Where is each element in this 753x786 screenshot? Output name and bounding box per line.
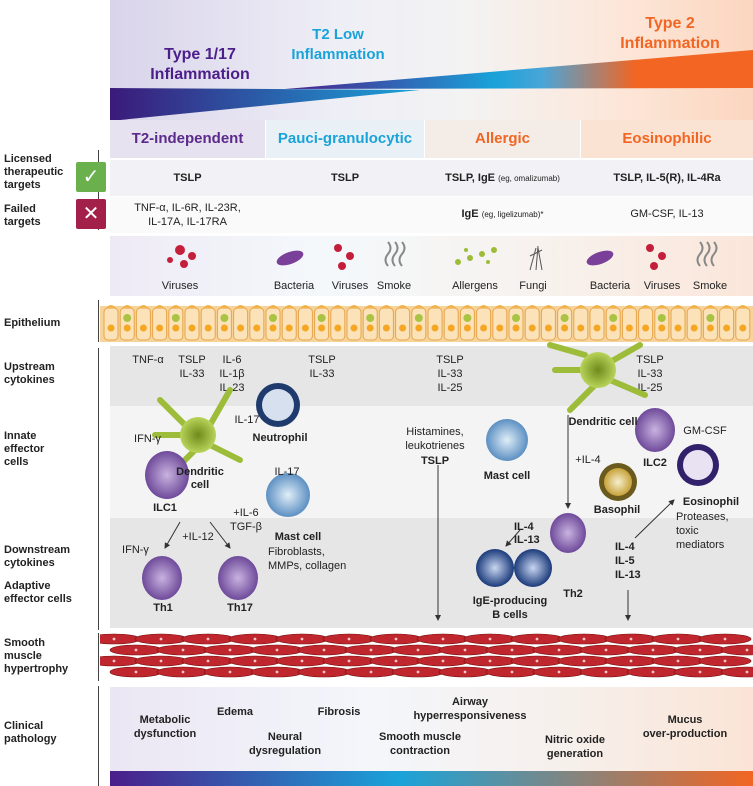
- clinical-label: Clinical pathology: [4, 720, 57, 745]
- basophil-label: Basophil: [593, 504, 641, 516]
- column-t2-independent: T2-independent: [110, 120, 265, 158]
- type2-label: Type 2 Inflammation: [620, 15, 720, 52]
- downstream-label: Downstream cytokines: [4, 544, 71, 569]
- trigger-viruses-1: Viruses: [161, 280, 199, 292]
- failed-row: [110, 197, 753, 233]
- clinical-edema: Edema: [216, 706, 254, 718]
- triggers-band: [110, 236, 753, 296]
- licensed-pauci: TSLP: [330, 172, 360, 184]
- smooth-muscle-band: [100, 633, 753, 678]
- upstream-eosinophilic: TSLP IL-33 IL-25: [636, 354, 664, 394]
- failed-t2independent: TNF-α, IL-6R, IL-23R, IL-17A, IL-17RA: [134, 202, 241, 228]
- il6-tgfb-label: +IL-6 TGF-β: [230, 507, 262, 533]
- fibroblasts-label: Fibroblasts, MMPs, collagen: [268, 546, 347, 572]
- trigger-smoke-2: Smoke: [692, 280, 728, 292]
- il4-il5-il13-label: IL-4 IL-5 IL-13: [615, 541, 641, 581]
- upstream-pauci: TSLP IL-33: [308, 354, 336, 380]
- tslp-innate-label: TSLP: [420, 455, 450, 467]
- innate-label: Innate effector cells: [4, 430, 45, 468]
- check-icon: ✓: [76, 162, 106, 192]
- clinical-metabolic: Metabolic dysfunction: [133, 714, 197, 740]
- il17-label-1: IL-17: [234, 414, 260, 426]
- neutrophil-label: Neutrophil: [252, 432, 308, 444]
- il17-label-2: IL-17: [274, 466, 300, 478]
- ifng-label: IFN-γ: [134, 433, 161, 445]
- licensed-allergic: TSLP, IgE (eg, omalizumab): [445, 172, 560, 184]
- divider: [98, 686, 99, 786]
- th2-label: Th2: [563, 588, 583, 600]
- th1-label: Th1: [153, 602, 173, 614]
- il4-label: +IL-4: [575, 454, 601, 466]
- bcells-label: IgE-producing B cells: [472, 595, 548, 621]
- ilc2-label: ILC2: [643, 457, 667, 469]
- mast-cell-label-1: Mast cell: [274, 531, 322, 543]
- column-eosinophilic: Eosinophilic: [581, 120, 753, 158]
- cells-illustration: [142, 342, 719, 621]
- licensed-label: Licensed therapeutic targets: [4, 153, 64, 191]
- dendritic-cell-1: [152, 387, 243, 478]
- failed-allergic: IgE (eg, ligelizumab)*: [461, 208, 544, 220]
- il4-il13-label: IL-4 IL-13: [514, 521, 540, 546]
- clinical-band: [110, 687, 753, 771]
- trigger-bacteria-1: Bacteria: [273, 280, 315, 292]
- licensed-t2independent: TSLP: [173, 172, 202, 184]
- trigger-viruses-3: Viruses: [643, 280, 681, 292]
- type117-label: Type 1/17 Inflammation: [150, 46, 250, 83]
- mast-cell-label-2: Mast cell: [483, 470, 531, 482]
- upstream-tnfa: TNF-α: [132, 354, 164, 366]
- th17-label: Th17: [227, 602, 253, 614]
- dendritic-cell-label-2: Dendritic cell: [568, 416, 638, 428]
- divider: [98, 633, 99, 681]
- triggers-icons: [167, 241, 718, 271]
- t2low-label: T2 Low Inflammation: [291, 26, 385, 63]
- trigger-fungi: Fungi: [519, 280, 547, 292]
- cross-icon: ✕: [76, 199, 106, 229]
- ifng-label-2: IFN-γ: [122, 544, 149, 556]
- clinical-gradient-bar: [110, 771, 753, 786]
- il12-label: +IL-12: [182, 531, 214, 543]
- trigger-viruses-2: Viruses: [331, 280, 369, 292]
- clinical-smooth-contraction: Smooth muscle contraction: [379, 731, 461, 757]
- upstream-label: Upstream cytokines: [4, 361, 55, 386]
- licensed-eosinophilic: TSLP, IL-5(R), IL-4Ra: [613, 172, 721, 184]
- licensed-row: [110, 160, 753, 196]
- upstream-allergic: TSLP IL-33 IL-25: [436, 354, 464, 394]
- column-pauci-granulocytic: Pauci-granulocytic: [266, 120, 424, 158]
- gmcsf-label: GM-CSF: [683, 425, 727, 437]
- epithelium-cells: [100, 305, 753, 342]
- upstream-tslp-il33: TSLP IL-33: [178, 354, 206, 380]
- trigger-smoke-1: Smoke: [376, 280, 412, 292]
- failed-label: Failed targets: [4, 203, 41, 228]
- divider: [98, 348, 99, 630]
- trigger-bacteria-2: Bacteria: [589, 280, 631, 292]
- eosinophil-label: Eosinophil: [682, 496, 740, 508]
- clinical-neural: Neural dysregulation: [248, 731, 322, 757]
- downstream-band: [110, 518, 753, 628]
- divider: [98, 300, 99, 342]
- proteases-label: Proteases, toxic mediators: [676, 511, 729, 551]
- smooth-label: Smooth muscle hypertrophy: [4, 637, 69, 675]
- dendritic-cell-label-1: Dendritic cell: [176, 466, 224, 491]
- clinical-airway: Airway hyperresponsiveness: [413, 696, 527, 722]
- failed-eosinophilic: GM-CSF, IL-13: [630, 208, 704, 220]
- inflammation-gradient-wedge: [110, 50, 753, 121]
- column-allergic: Allergic: [425, 120, 580, 158]
- trigger-allergens: Allergens: [452, 280, 498, 292]
- ilc1-label: ILC1: [153, 502, 177, 514]
- clinical-fibrosis: Fibrosis: [317, 706, 361, 718]
- epithelium-label: Epithelium: [4, 317, 61, 329]
- clinical-mucus: Mucus over-production: [642, 714, 728, 740]
- histamines-label: Histamines, leukotrienes: [405, 426, 465, 452]
- clinical-nitric-oxide: Nitric oxide generation: [545, 734, 605, 760]
- adaptive-label: Adaptive effector cells: [4, 580, 72, 605]
